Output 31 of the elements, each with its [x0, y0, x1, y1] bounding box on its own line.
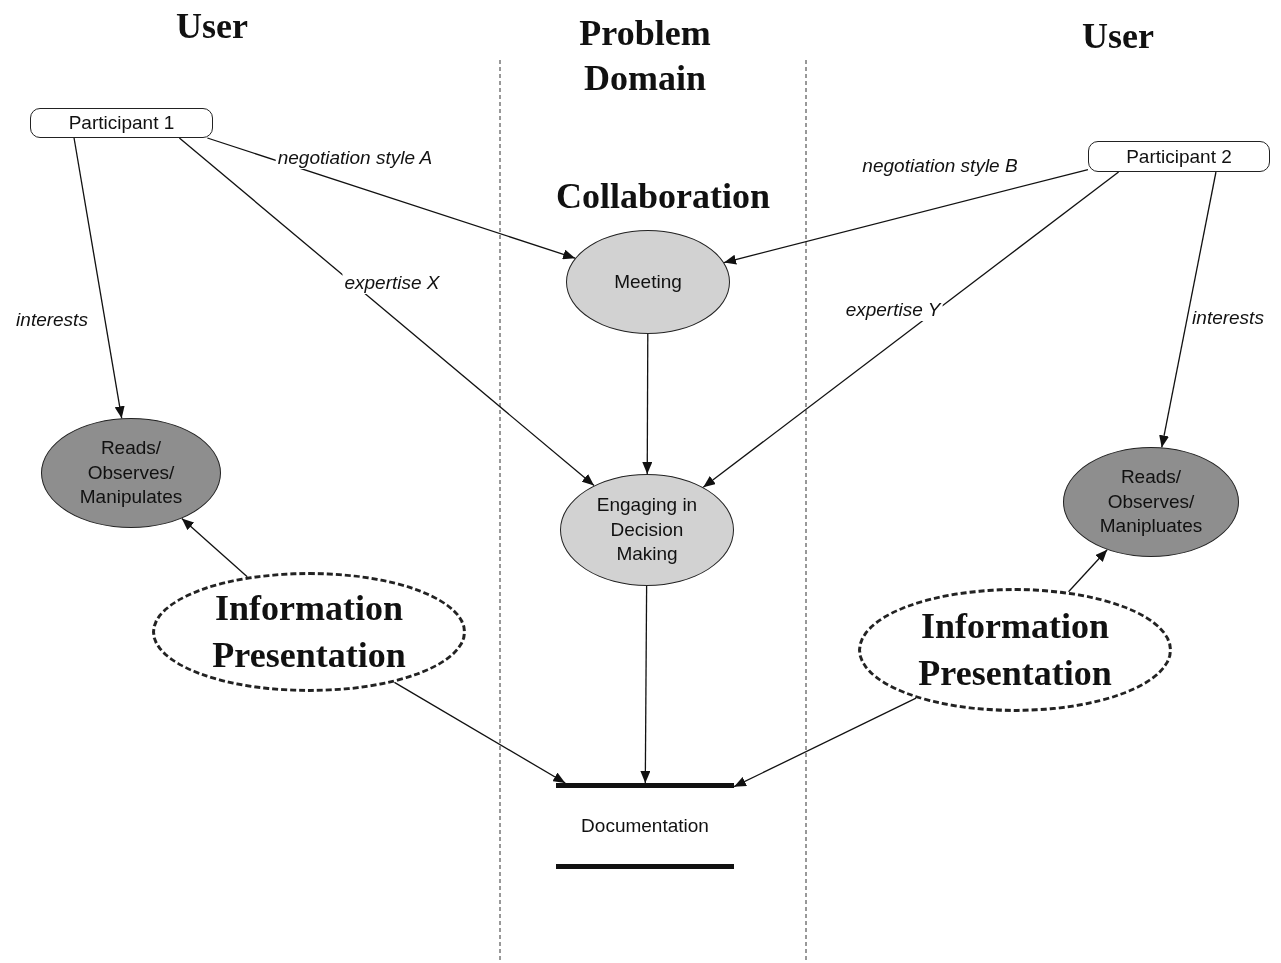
arrow [181, 517, 248, 578]
arrow [642, 333, 653, 475]
arrow [1067, 549, 1108, 593]
heading: User [175, 4, 249, 48]
heading: Collaboration [555, 174, 771, 218]
participant-box [30, 108, 213, 138]
dashed-ellipse [152, 572, 466, 692]
heading: Problem Domain [578, 12, 712, 100]
arrow [1159, 171, 1217, 449]
node-label: Reads/ Observes/ Manipluates [1098, 464, 1204, 539]
node-label: Participant 1 [68, 112, 175, 134]
arrow [702, 171, 1120, 488]
node-label: Reads/ Observes/ Manipulates [78, 435, 184, 510]
node-label: Information Presentation [211, 587, 407, 677]
arrow [206, 137, 576, 260]
node-label: Information Presentation [917, 605, 1113, 695]
node-label: Meeting [614, 269, 682, 294]
arrow [640, 585, 651, 784]
dashed-ellipse [858, 588, 1172, 712]
node-label: Documentation [581, 815, 709, 837]
arrow [723, 168, 1089, 265]
participant-box [1088, 141, 1270, 172]
arrow [178, 137, 595, 487]
arrow [733, 697, 917, 788]
arrow [73, 137, 125, 419]
arrow [393, 681, 566, 784]
node-label: Engaging in Decision Making [595, 492, 699, 567]
edge-label: expertise X [342, 272, 442, 294]
heading: User [1081, 14, 1155, 58]
data-store [556, 783, 734, 869]
node-label: Participant 2 [1126, 145, 1232, 168]
